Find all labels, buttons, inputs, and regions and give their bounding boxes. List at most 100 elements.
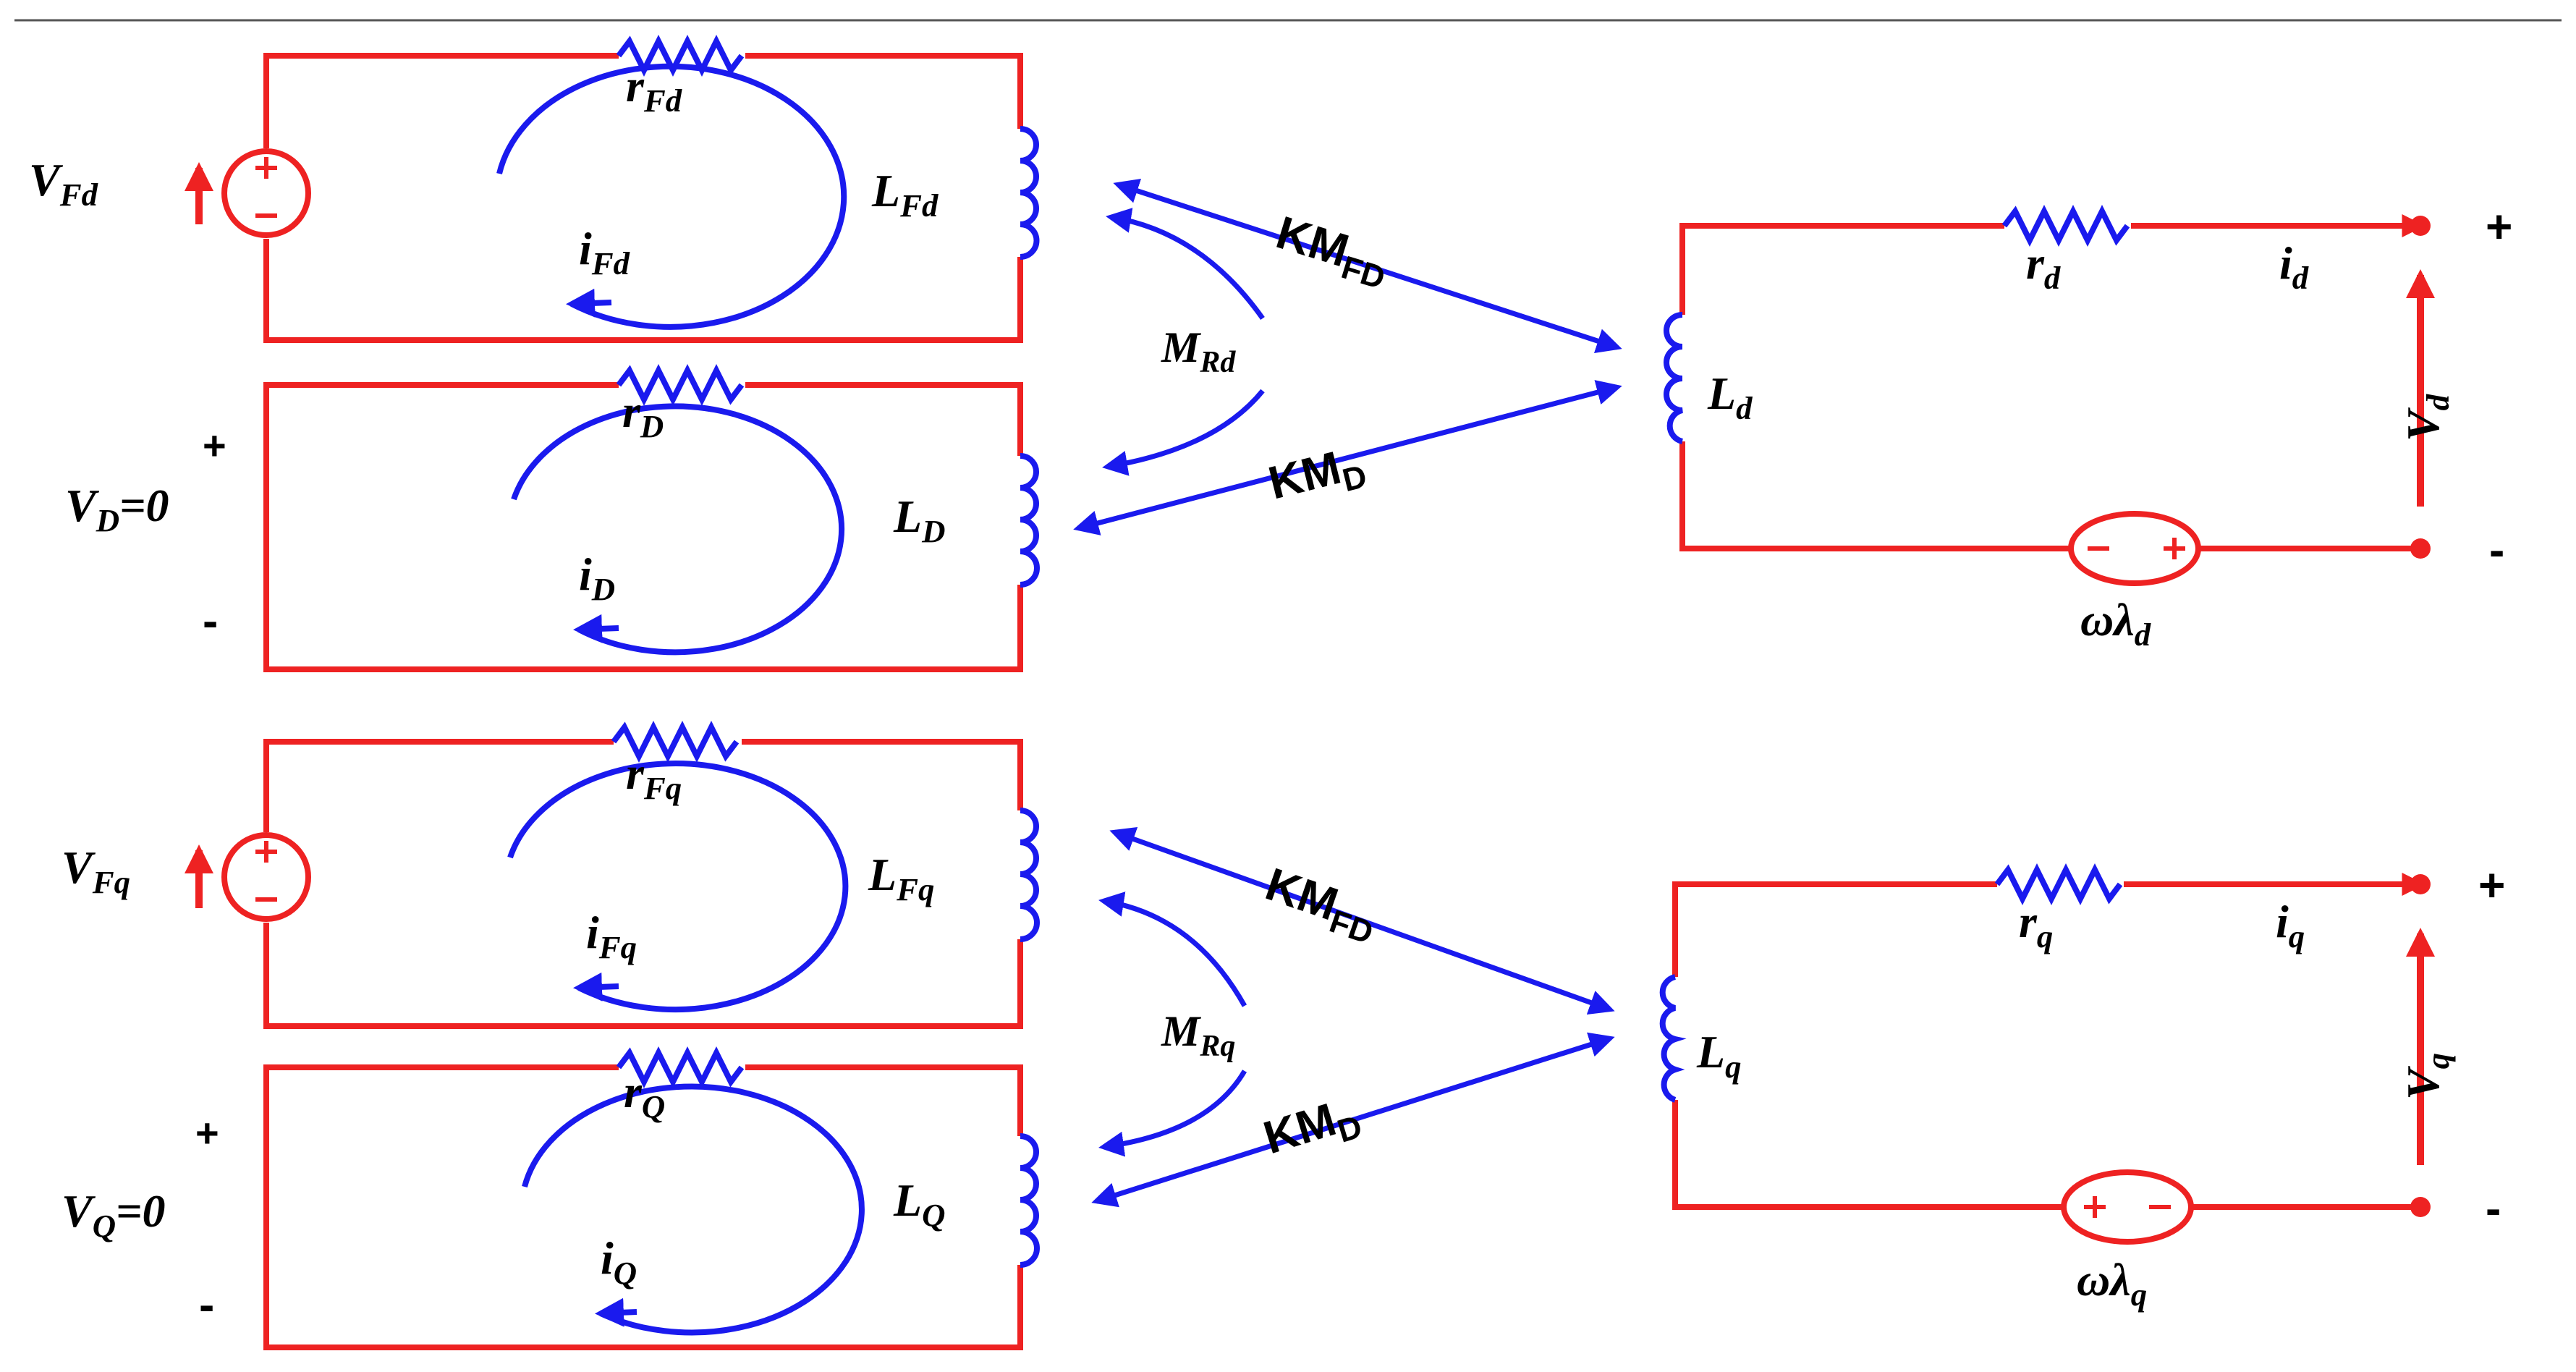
d-axis-section: VFd rFd LFd iFd + VD=0 - rD LD iD MRd KM… bbox=[29, 35, 2512, 672]
d-damper-source-label: VD=0 bbox=[65, 480, 169, 538]
q-km-d-label: KMD bbox=[1258, 1086, 1366, 1171]
stator-d-wire-bottom-left bbox=[1679, 441, 2069, 551]
fd-wire-top-left bbox=[263, 53, 619, 148]
q-mutual-label: MRq bbox=[1161, 1007, 1235, 1063]
stator-d-wire-top-left bbox=[1679, 223, 2004, 315]
q-damper-resistor-label: rQ bbox=[624, 1066, 665, 1125]
q-damper-wire-right bbox=[745, 1064, 1023, 1136]
q-damper-inductor-icon bbox=[1020, 1133, 1040, 1268]
q-damper-current-arrow-icon bbox=[595, 1297, 637, 1327]
d-damper-wire bbox=[263, 382, 1023, 672]
d-damper-inductor-icon bbox=[1020, 453, 1040, 588]
stator-d-terminal-minus-icon bbox=[2410, 538, 2431, 559]
d-damper-resistor-label: rD bbox=[622, 386, 664, 444]
stator-d-speed-voltage-label: ωλd bbox=[2080, 594, 2151, 653]
d-mutual-arrow-top-icon bbox=[1106, 208, 1265, 321]
stator-d-terminal-plus-icon bbox=[2410, 216, 2431, 236]
d-km-fd-arrow-icon bbox=[1113, 179, 1622, 353]
d-damper-current-label: iD bbox=[579, 549, 615, 607]
fq-wire-bottom bbox=[263, 923, 1023, 1029]
q-axis-section: VFq rFq LFq iFq + VQ=0 - rQ LQ iQ MRq KM… bbox=[62, 721, 2505, 1350]
fq-wire-top-left bbox=[263, 739, 614, 832]
stator-d-inductor-icon bbox=[1664, 312, 1684, 444]
d-damper-current-loop-icon bbox=[511, 403, 845, 656]
fd-resistor-icon bbox=[616, 35, 745, 77]
q-km-fd-label: KMFD bbox=[1257, 858, 1385, 951]
d-km-d-label: KMD bbox=[1263, 436, 1370, 516]
d-km-fd-label: KMFD bbox=[1268, 206, 1396, 297]
d-mutual-label: MRd bbox=[1161, 323, 1236, 379]
d-km-d-arrow-icon bbox=[1073, 380, 1622, 535]
fq-wire-top-right bbox=[742, 739, 1023, 810]
fd-inductor-icon bbox=[1020, 126, 1040, 260]
stator-q-minus-sign: - bbox=[2486, 1182, 2501, 1235]
q-damper-current-label: iQ bbox=[601, 1232, 637, 1291]
damper-circuit-q bbox=[263, 1064, 1023, 1350]
stator-d-resistor-icon bbox=[2001, 205, 2130, 247]
fd-inductor-label: LFd bbox=[871, 165, 939, 224]
fq-voltage-source-icon bbox=[221, 832, 311, 922]
stator-q-source-polarity-icon bbox=[2084, 1196, 2171, 1218]
fq-source-polarity-icon bbox=[255, 841, 277, 902]
q-damper-wire bbox=[263, 1064, 1023, 1350]
stator-d-source-polarity-icon bbox=[2088, 538, 2185, 559]
fd-wire-bottom bbox=[263, 239, 1023, 343]
d-damper-wire-right bbox=[745, 382, 1023, 456]
stator-q-terminal-plus-icon bbox=[2410, 874, 2431, 894]
fq-current-label: iFq bbox=[586, 907, 637, 965]
stator-d-speed-voltage-source-icon bbox=[2068, 511, 2201, 586]
q-mutual-arrow-bottom-icon bbox=[1098, 1070, 1247, 1157]
fd-source-polarity-icon bbox=[255, 157, 277, 218]
stator-q-wire-top-left bbox=[1672, 881, 1997, 977]
fq-resistor-label: rFq bbox=[626, 748, 682, 806]
fd-current-loop-icon bbox=[496, 63, 847, 330]
q-damper-resistor-icon bbox=[616, 1046, 745, 1088]
fd-voltage-source-icon bbox=[221, 148, 311, 238]
d-damper-inductor-label: LD bbox=[893, 491, 945, 549]
fd-current-label: iFd bbox=[579, 223, 630, 281]
q-mutual-arrow-top-icon bbox=[1098, 892, 1247, 1007]
stator-q-terminal-minus-icon bbox=[2410, 1197, 2431, 1217]
fq-current-arrow-icon bbox=[573, 972, 619, 1002]
q-damper-source-label: VQ=0 bbox=[62, 1185, 166, 1244]
q-damper-minus-sign: - bbox=[199, 1279, 214, 1331]
d-damper-plus-sign: + bbox=[203, 423, 226, 468]
stator-q-resistor-label: rq bbox=[2019, 896, 2053, 954]
fq-current-loop-icon bbox=[507, 761, 849, 1013]
d-mutual-arrow-bottom-icon bbox=[1102, 389, 1265, 476]
stator-d-resistor-label: rd bbox=[2026, 237, 2061, 296]
q-km-fd-arrow-icon bbox=[1109, 826, 1615, 1015]
fq-resistor-icon bbox=[611, 721, 740, 763]
stator-circuit-q bbox=[1672, 873, 2435, 1245]
d-damper-resistor-icon bbox=[616, 364, 745, 406]
q-damper-plus-sign: + bbox=[195, 1110, 219, 1156]
d-damper-minus-sign: - bbox=[203, 595, 218, 647]
fd-source-label: VFd bbox=[29, 154, 98, 213]
stator-d-voltage-label: Vd bbox=[2397, 394, 2456, 441]
q-damper-current-loop-icon bbox=[522, 1083, 865, 1336]
stator-q-resistor-icon bbox=[1994, 863, 2123, 905]
q-damper-inductor-label: LQ bbox=[893, 1174, 945, 1233]
stator-q-inductor-label: Lq bbox=[1696, 1026, 1742, 1085]
stator-d-inductor-label: Ld bbox=[1707, 368, 1753, 426]
stator-q-inductor-icon bbox=[1659, 974, 1687, 1103]
stator-q-plus-sign: + bbox=[2478, 859, 2505, 911]
field-circuit-fq bbox=[185, 739, 1023, 1029]
damper-circuit-d bbox=[263, 382, 1023, 672]
stator-q-voltage-label: Vq bbox=[2397, 1053, 2456, 1100]
stator-q-wire-bottom-left bbox=[1672, 1100, 2062, 1210]
fq-inductor-icon bbox=[1020, 808, 1040, 942]
stator-q-speed-voltage-label: ωλq bbox=[2077, 1254, 2147, 1313]
stator-d-minus-sign: - bbox=[2489, 524, 2504, 576]
stator-d-current-label: id bbox=[2279, 237, 2309, 296]
field-circuit-fd bbox=[185, 53, 1023, 343]
fq-source-label: VFq bbox=[62, 842, 130, 900]
stator-circuit-d bbox=[1679, 214, 2435, 586]
fd-current-arrow-icon bbox=[566, 288, 612, 318]
q-km-d-arrow-icon bbox=[1091, 1032, 1615, 1208]
fd-resistor-label: rFd bbox=[626, 60, 682, 119]
d-damper-current-arrow-icon bbox=[573, 614, 619, 643]
stator-d-plus-sign: + bbox=[2486, 200, 2512, 253]
stator-q-current-label: iq bbox=[2276, 896, 2305, 954]
